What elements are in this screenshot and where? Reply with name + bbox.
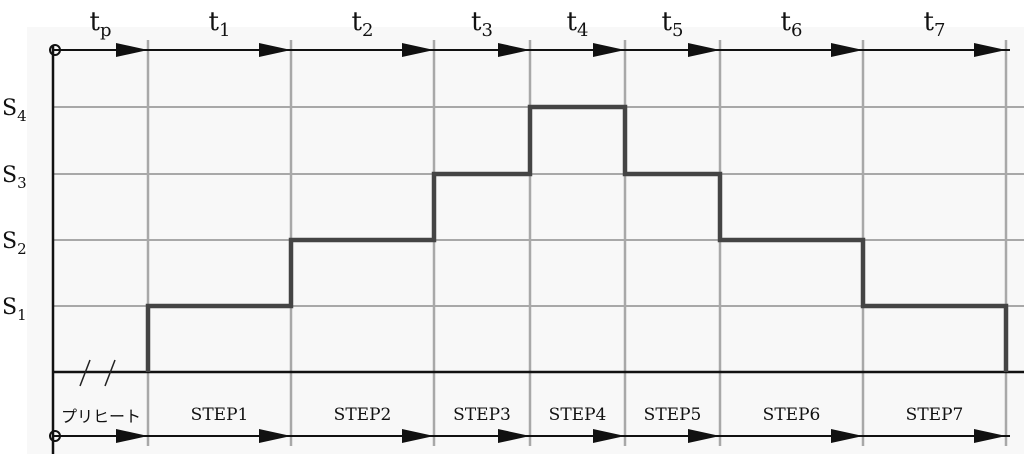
step-label-4: STEP4 xyxy=(549,405,607,425)
step-label-6: STEP6 xyxy=(763,405,821,425)
break-mark xyxy=(79,359,116,387)
break-slash xyxy=(79,359,91,387)
time-label-tp: tp xyxy=(90,7,112,41)
step-profile-line xyxy=(145,104,1009,372)
arrowhead-icon xyxy=(688,43,720,57)
top-origin-circle xyxy=(49,44,61,56)
level-label-S1: S1 xyxy=(2,295,27,324)
arrowhead-icon xyxy=(974,43,1006,57)
time-label-t7: t7 xyxy=(924,7,946,41)
arrowhead-icon xyxy=(974,429,1006,443)
step-label-preheat: プリヒート xyxy=(61,407,141,426)
arrowhead-icon xyxy=(116,429,148,443)
arrowhead-icon xyxy=(831,429,863,443)
step-label-2: STEP2 xyxy=(334,405,392,425)
time-label-t4: t4 xyxy=(567,7,589,41)
arrowhead-icon xyxy=(831,43,863,57)
level-label-S3: S3 xyxy=(2,163,27,192)
arrowhead-icon xyxy=(688,429,720,443)
arrowhead-icon xyxy=(116,43,148,57)
time-label-t6: t6 xyxy=(781,7,803,41)
level-label-S4: S4 xyxy=(2,96,27,125)
bottom-origin-circle xyxy=(49,430,61,442)
step-label-7: STEP7 xyxy=(906,405,964,425)
level-label-S2: S2 xyxy=(2,229,27,258)
arrowhead-icon xyxy=(259,429,291,443)
step-label-3: STEP3 xyxy=(453,405,511,425)
arrowhead-icon xyxy=(498,429,530,443)
arrowhead-icon xyxy=(402,429,434,443)
arrowhead-icon xyxy=(259,43,291,57)
arrowhead-icon xyxy=(402,43,434,57)
step-label-5: STEP5 xyxy=(644,405,702,425)
time-label-t5: t5 xyxy=(662,7,684,41)
time-label-t2: t2 xyxy=(352,7,374,41)
time-label-t3: t3 xyxy=(471,7,493,41)
break-slash xyxy=(104,359,116,387)
arrowhead-icon xyxy=(498,43,530,57)
step-label-1: STEP1 xyxy=(191,405,249,425)
arrowhead-icon xyxy=(593,43,625,57)
time-label-t1: t1 xyxy=(209,7,231,41)
arrowhead-icon xyxy=(593,429,625,443)
